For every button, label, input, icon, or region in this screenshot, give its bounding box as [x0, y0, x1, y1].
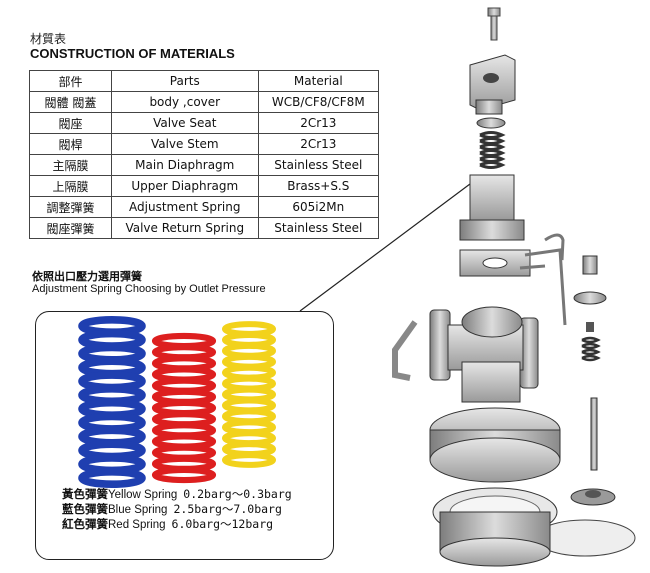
table-row: 閥桿 Valve Stem 2Cr13 — [29, 133, 380, 155]
legend-cn-label: 藍色彈簧 — [62, 502, 108, 516]
spring-choice-chinese: 依照出口壓力選用彈簧 — [32, 270, 142, 283]
heading-chinese: 材質表 — [30, 32, 67, 46]
table-cell: Valve Return Spring — [110, 217, 259, 239]
heading-title: CONSTRUCTION OF MATERIALS — [30, 46, 235, 61]
legend-cn-label: 紅色彈簧 — [62, 517, 108, 531]
legend-row-red: 紅色彈簧Red Spring 6.0barg～12barg — [62, 517, 292, 532]
spring-choice-caption: Adjustment Spring Choosing by Outlet Pre… — [32, 283, 266, 295]
table-cell: Stainless Steel — [257, 154, 380, 176]
top-bolt-part — [487, 7, 501, 41]
materials-table: 部件 Parts Material 閥體 閥蓋 body ,cover WCB/… — [29, 70, 380, 239]
legend-row-yellow: 黃色彈簧Yellow Spring 0.2barg～0.3barg — [62, 487, 292, 502]
table-row: 閥座 Valve Seat 2Cr13 — [29, 112, 380, 134]
diaphragm-housing-part — [429, 407, 561, 567]
table-cell: 2Cr13 — [257, 112, 380, 134]
table-cell: 閥桿 — [29, 133, 112, 155]
small-fittings-parts — [534, 255, 636, 557]
yellow-spring-photo — [221, 321, 277, 468]
spring-legend: 黃色彈簧Yellow Spring 0.2barg～0.3barg 藍色彈簧Blu… — [62, 487, 292, 532]
colored-springs — [78, 315, 277, 489]
red-spring-photo — [151, 332, 217, 484]
small-spring-part — [479, 131, 506, 169]
table-cell: Valve Seat — [110, 112, 259, 134]
table-row: 調整彈簧 Adjustment Spring 605i2Mn — [29, 196, 380, 218]
legend-en-label: Red Spring — [108, 519, 166, 531]
table-cell: Adjustment Spring — [110, 196, 259, 218]
washer-part — [476, 117, 506, 129]
legend-row-blue: 藍色彈簧Blue Spring 2.5barg～7.0barg — [62, 502, 292, 517]
table-cell: WCB/CF8/CF8M — [257, 91, 380, 113]
upper-bonnet-part — [459, 174, 531, 277]
legend-range: 0.2barg～0.3barg — [183, 487, 292, 501]
legend-range: 2.5barg～7.0barg — [173, 502, 282, 516]
blue-spring-photo — [78, 315, 146, 489]
legend-en-label: Yellow Spring — [108, 489, 178, 501]
legend-cn-label: 黃色彈簧 — [62, 487, 108, 501]
table-cell: Stainless Steel — [257, 217, 380, 239]
main-valve-body-part — [429, 306, 539, 403]
table-row: 閥座彈簧 Valve Return Spring Stainless Steel — [29, 217, 380, 239]
legend-range: 6.0barg～12barg — [171, 517, 274, 531]
table-cell: Upper Diaphragm — [110, 175, 259, 197]
adjustment-housing-part — [469, 54, 516, 115]
table-cell: 閥座彈簧 — [29, 217, 112, 239]
table-cell: 上隔膜 — [29, 175, 112, 197]
legend-en-label: Blue Spring — [108, 504, 168, 516]
